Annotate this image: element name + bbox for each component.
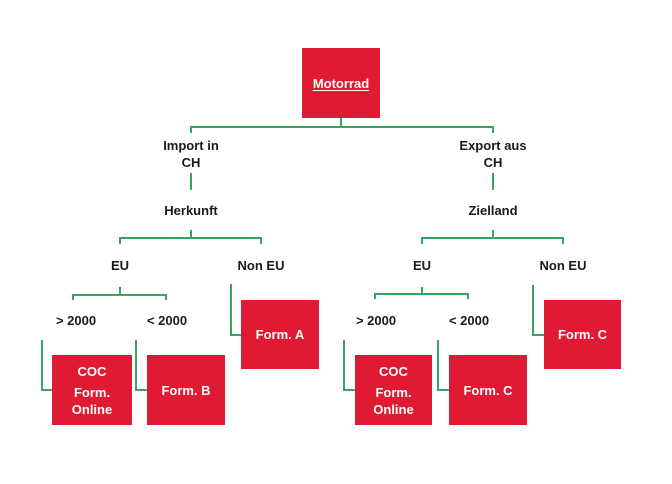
connector-root-right-drop [492,126,494,133]
connector-gt2000-right-h [343,389,355,391]
option-eu-left: EU [110,258,130,273]
connector-root-left-drop [190,126,192,133]
connector-export-stem [492,173,494,190]
root-label: Motorrad [312,75,370,91]
connector-root-stem [340,118,342,126]
connector-zielland-bar [421,237,564,239]
connector-gt2000-left-h [41,389,52,391]
branch-import-line2: CH [181,155,201,170]
connector-zielland-stem [492,230,494,237]
result-form-a-label: Form. A [255,327,305,342]
connector-eu-left-right-drop [165,294,167,300]
branch-export-line2: CH [483,155,503,170]
result-form-b: Form. B [147,355,225,425]
result-form-c-non-eu: Form. C [544,300,621,369]
criterion-zielland: Zielland [468,203,518,218]
root-node-motorrad: Motorrad [302,48,380,118]
connector-eu-left-bar [72,294,167,296]
result-coc-right-line3: Online [373,401,414,417]
result-form-c-eu: Form. C [449,355,527,425]
connector-eu-left-stem [119,287,121,294]
branch-export-line1: Export aus [459,138,527,153]
connector-zielland-left-drop [421,237,423,244]
connector-herkunft-stem [190,230,192,237]
result-coc-left-line2: Form. [73,384,111,400]
connector-lt2000-left-h [135,389,147,391]
connector-eu-right-stem [421,287,423,294]
connector-eu-right-right-drop [467,293,469,299]
option-non-eu-right: Non EU [539,258,587,273]
sub-option-gt2000-right: > 2000 [355,313,397,328]
connector-eu-left-left-drop [72,294,74,300]
result-coc-left-line1: COC [77,363,107,379]
option-eu-right: EU [412,258,432,273]
result-form-c-non-eu-label: Form. C [557,327,608,342]
connector-lt2000-left-v [135,340,137,390]
connector-lt2000-right-h [437,389,449,391]
result-form-c-eu-label: Form. C [463,382,513,398]
option-non-eu-left: Non EU [237,258,285,273]
result-coc-right-line2: Form. [375,384,412,400]
connector-non-eu-right-v [532,285,534,335]
criterion-herkunft: Herkunft [164,203,218,218]
connector-gt2000-right-v [343,340,345,390]
result-coc-online-left: COC Form. Online [52,355,132,425]
connector-eu-right-left-drop [374,293,376,299]
connector-herkunft-bar [119,237,262,239]
result-form-b-label: Form. B [161,382,211,398]
sub-option-lt2000-left: < 2000 [146,313,188,328]
branch-import-line1: Import in [163,138,219,153]
connector-root-bar [190,126,494,128]
sub-option-gt2000-left: > 2000 [55,313,97,328]
connector-non-eu-right-h [532,334,544,336]
connector-gt2000-left-v [41,340,43,390]
result-coc-right-line1: COC [379,363,408,379]
result-coc-online-right: COC Form. Online [355,355,432,425]
connector-herkunft-left-drop [119,237,121,244]
connector-non-eu-left-v [230,284,232,335]
connector-herkunft-right-drop [260,237,262,244]
connector-zielland-right-drop [562,237,564,244]
branch-export-label: Export aus CH [459,137,526,171]
result-coc-left-line3: Online [71,401,113,417]
connector-import-stem [190,173,192,190]
result-form-a: Form. A [241,300,319,369]
branch-import-label: Import in CH [163,137,219,171]
connector-non-eu-left-h [230,334,241,336]
connector-eu-right-bar [374,293,469,295]
sub-option-lt2000-right: < 2000 [448,313,490,328]
connector-lt2000-right-v [437,340,439,390]
